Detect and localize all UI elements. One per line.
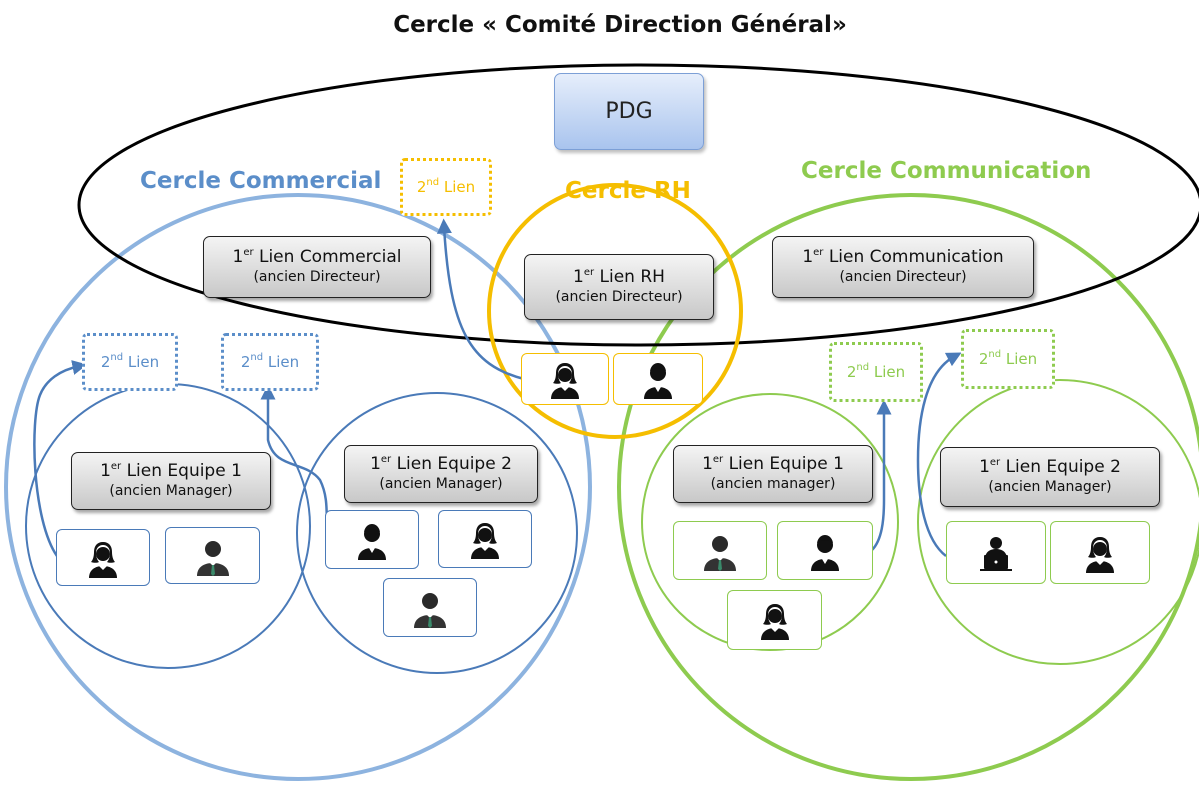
rh-person-1 (521, 353, 609, 405)
woman-avatar-icon (760, 604, 789, 640)
cercle-communication-label: Cercle Communication (801, 158, 1092, 184)
woman-avatar-icon (551, 363, 579, 399)
woman-avatar-icon (471, 523, 499, 559)
rh-person-2 (613, 353, 703, 405)
diagram-title: Cercle « Comité Direction Général» (393, 12, 847, 38)
second-link-communication-team2: 2nd Lien (961, 329, 1055, 389)
businessman-icon (704, 535, 736, 571)
communication-team1-person-3 (727, 590, 822, 650)
cercle-communication-circle (617, 193, 1199, 781)
arrow-rh-to-2nd-lien (436, 218, 525, 381)
cercle-rh-label: Cercle RH (565, 178, 691, 204)
second-link-communication-team1: 2nd Lien (829, 342, 923, 402)
arrow-comm-team2-to-2nd-lien (916, 352, 962, 557)
cercle-rh-circle (487, 183, 743, 439)
communication-team2-person-2 (1050, 521, 1150, 584)
cercle-commercial-circle (4, 193, 592, 781)
commercial-team2-circle (296, 392, 578, 674)
pdg-label: PDG (605, 99, 653, 124)
comite-direction-ellipse (77, 63, 1199, 347)
commercial-team1-person-2 (165, 527, 260, 584)
director-communication-box: 1er Lien Communication (ancien Directeur… (772, 236, 1034, 298)
communication-team1-manager-box: 1er Lien Equipe 1 (ancien manager) (673, 445, 873, 503)
commercial-team2-person-1 (325, 510, 419, 569)
communication-team2-circle (917, 379, 1199, 665)
second-link-rh: 2nd Lien (400, 158, 492, 216)
commercial-team2-person-2 (438, 510, 532, 568)
commercial-team2-manager-box: 1er Lien Equipe 2 (ancien Manager) (344, 445, 538, 503)
communication-team2-person-1 (946, 521, 1046, 584)
arrow-com-team1-to-2nd-lien (33, 360, 88, 557)
pdg-box: PDG (554, 73, 704, 150)
arrow-comm-team1-to-2nd-lien (871, 399, 892, 551)
communication-team2-manager-box: 1er Lien Equipe 2 (ancien Manager) (940, 447, 1160, 507)
director-commercial-box: 1er Lien Commercial (ancien Directeur) (203, 236, 431, 298)
commercial-team1-manager-box: 1er Lien Equipe 1 (ancien Manager) (71, 452, 271, 510)
communication-team1-circle (641, 393, 899, 651)
businessman-icon (196, 540, 229, 576)
woman-avatar-icon (89, 541, 117, 578)
man-avatar-icon (811, 534, 839, 571)
laptop-user-icon (980, 536, 1012, 571)
man-avatar-icon (358, 523, 386, 560)
communication-team1-person-2 (777, 521, 873, 580)
communication-team1-person-1 (673, 521, 767, 580)
commercial-team2-person-3 (383, 578, 477, 637)
woman-avatar-icon (1086, 536, 1114, 573)
businessman-icon (414, 592, 446, 628)
second-link-commercial-team1: 2nd Lien (82, 333, 178, 391)
director-rh-box: 1er Lien RH (ancien Directeur) (524, 254, 714, 320)
man-avatar-icon (644, 363, 672, 399)
second-link-commercial-team2: 2nd Lien (221, 333, 319, 391)
commercial-team1-person-1 (56, 529, 150, 586)
cercle-commercial-label: Cercle Commercial (140, 168, 382, 194)
